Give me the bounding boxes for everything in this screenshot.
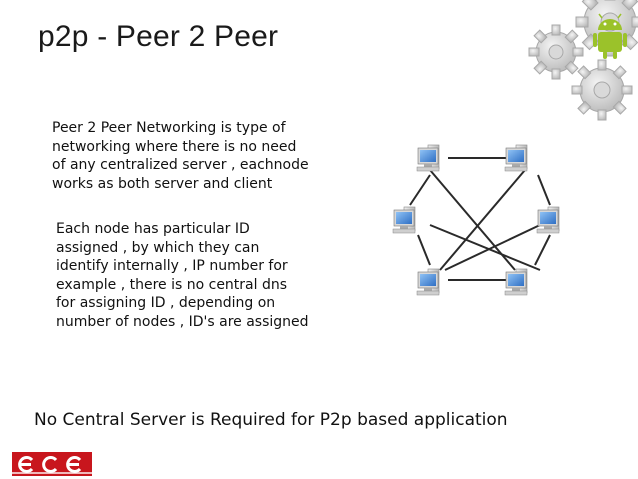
footer-statement: No Central Server is Required for P2p ba… (34, 410, 508, 430)
network-links (409, 157, 551, 281)
computer-icon (416, 144, 440, 172)
computer-icon (504, 268, 528, 296)
ece-logo (12, 452, 92, 476)
computer-icon (416, 268, 440, 296)
slide-title: p2p - Peer 2 Peer (38, 20, 279, 53)
paragraph-definition: Peer 2 Peer Networking is type of networ… (52, 120, 309, 192)
gears-android-icon (528, 0, 638, 121)
computer-icon (536, 206, 560, 234)
paragraph-node-id: Each node has particular ID assigned , b… (56, 221, 309, 330)
computer-icon (392, 206, 416, 234)
p2p-network-diagram (392, 144, 560, 296)
android-icon (593, 13, 627, 59)
computer-icon (504, 144, 528, 172)
